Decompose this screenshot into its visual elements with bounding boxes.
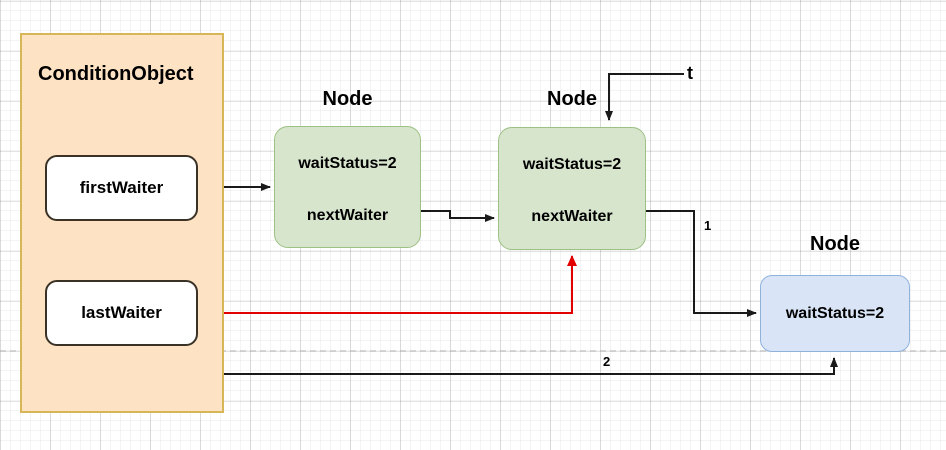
node-3-heading: Node [810, 233, 860, 255]
edge-label-t: t [687, 63, 693, 83]
first-waiter-box[interactable]: firstWaiter [45, 155, 198, 221]
edge-node1-to-node2 [400, 210, 495, 222]
edge-lastwaiter-to-node2-red [199, 255, 577, 314]
first-waiter-label: firstWaiter [79, 178, 164, 197]
node-3-waitstatus: waitStatus=2 [785, 304, 885, 322]
condition-object-title: ConditionObject [38, 63, 194, 85]
condition-object-container [20, 33, 224, 413]
edge-lastwaiter-to-node3 [121, 348, 838, 375]
edge-label-one: 1 [704, 218, 712, 233]
node-2-heading: Node [547, 88, 597, 110]
node-1-nextwaiter: nextWaiter [306, 207, 389, 224]
node-3-box[interactable]: waitStatus=2 [760, 275, 910, 352]
node-2-waitstatus: waitStatus=2 [522, 156, 622, 173]
node-1-waitstatus: waitStatus=2 [298, 155, 397, 172]
last-waiter-label: lastWaiter [81, 303, 162, 322]
last-waiter-box[interactable]: lastWaiter [45, 280, 198, 346]
node-1-box[interactable]: waitStatus=2 nextWaiter [274, 126, 421, 248]
edge-label-two: 2 [603, 354, 611, 369]
edge-t-to-node2 [605, 73, 684, 121]
node-2-box[interactable]: waitStatus=2 nextWaiter [498, 127, 646, 250]
edge-node2-to-node3 [626, 210, 757, 317]
node-2-nextwaiter: nextWaiter [531, 208, 613, 225]
node-1-heading: Node [322, 88, 373, 110]
